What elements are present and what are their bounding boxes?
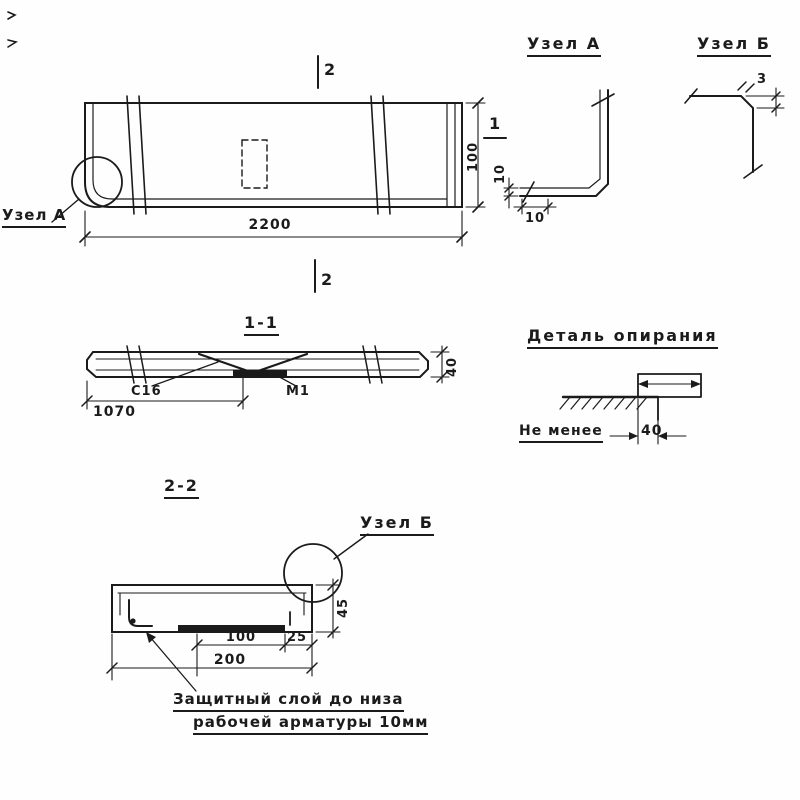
section-2-outline	[111, 584, 313, 633]
section-2-extension-lines	[111, 633, 313, 681]
node-a-dim-chamfer-ticks	[517, 202, 553, 212]
plan-dim-length: 2200	[248, 217, 292, 233]
section-2-dim-width: 200	[213, 652, 247, 668]
node-a-outer-edge	[519, 89, 609, 197]
embedded-plate-m1	[233, 370, 287, 376]
section-1-drawing	[81, 345, 450, 410]
node-a-dim-edge: 10	[493, 163, 508, 184]
node-b-chamfer-ticks	[737, 81, 755, 93]
support-detail-title: Деталь опирания	[527, 326, 718, 349]
section-2-dim-height-ticks	[327, 579, 339, 638]
section-1-outline	[86, 351, 429, 378]
plan-dim-width: 100	[466, 141, 481, 172]
note-line-2: рабочей арматуры 10мм	[193, 713, 429, 735]
plan-dim-width-ticks	[472, 97, 484, 213]
loop-leader	[273, 373, 297, 387]
plan-outline	[84, 102, 463, 208]
rebar-leader	[151, 361, 219, 387]
plan-view-drawing	[51, 55, 507, 293]
support-detail-drawing	[559, 373, 702, 445]
note-line-1: Защитный слой до низа	[173, 690, 404, 712]
node-a-break-left	[522, 181, 535, 203]
callout-circle-node-b	[283, 543, 343, 603]
callout-leader-node-b	[333, 533, 369, 560]
section-1-dim-height: 40	[445, 356, 460, 377]
section-1-break-right	[362, 345, 383, 384]
node-a-break-top	[591, 93, 615, 107]
node-b-drawing	[684, 81, 785, 179]
plan-break-right	[370, 95, 391, 215]
support-note-value: 40	[641, 423, 663, 439]
section-2-title: 2-2	[164, 476, 199, 499]
scan-marks	[7, 11, 19, 48]
plan-section-mark-bottom: 2	[321, 270, 335, 289]
node-b-dim-lines	[745, 87, 785, 117]
plan-break-left	[126, 95, 147, 215]
node-a-title: Узел А	[527, 34, 602, 57]
node-a-drawing	[503, 89, 615, 215]
plan-inner-edge	[92, 102, 448, 200]
plan-end-band	[446, 102, 456, 208]
note-leader	[149, 636, 197, 692]
node-b-dim-chamfer: 3	[757, 72, 768, 87]
section-2-inner-lines	[117, 592, 307, 616]
node-a-dim-edge-lines	[503, 177, 519, 209]
working-rebar-bar	[178, 625, 285, 631]
node-a-inner-edge	[519, 89, 601, 189]
node-b-title: Узел Б	[697, 34, 771, 57]
bearing-dim-arrows	[629, 432, 667, 440]
hooked-rebar	[128, 599, 153, 627]
note-leader-arrowhead	[146, 632, 156, 643]
callout-leader-node-a	[51, 198, 80, 223]
callout-circle-node-a	[71, 156, 123, 208]
loop-label: М1	[286, 384, 310, 399]
section-1-inner-lines	[95, 358, 420, 371]
section-2-callout-label: Узел Б	[360, 513, 434, 536]
section-1-dim-length-lines	[86, 377, 244, 410]
lifting-loop-wires	[197, 352, 309, 373]
section-1-break-left	[126, 345, 147, 384]
rebar-label: С16	[131, 384, 162, 399]
plan-dashed-opening	[241, 139, 268, 189]
bearing-extension-lines	[637, 398, 659, 445]
section-2-drawing	[106, 533, 369, 692]
plan-dim-length-ticks	[79, 231, 468, 243]
beam-end-outline	[637, 373, 702, 398]
section-2-dim-height: 45	[336, 597, 351, 618]
section-1-dim-length: 1070	[93, 404, 136, 420]
node-b-dim-ticks	[771, 91, 781, 113]
section-2-dim-ticks-2	[106, 662, 318, 674]
node-b-outer-edge	[689, 95, 754, 173]
support-note-text: Не менее	[519, 423, 603, 443]
node-a-dim-edge-ticks	[504, 183, 514, 201]
section-1-dim-length-ticks	[81, 395, 249, 407]
plan-section-mark-top: 2	[324, 60, 338, 79]
support-hatching	[559, 396, 648, 410]
plan-callout-label: Узел А	[2, 206, 67, 228]
section-1-dim-height-ticks	[436, 346, 448, 383]
section-2-dim-inner: 100	[225, 630, 257, 645]
plan-section-mark-side: 1	[489, 114, 503, 133]
section-2-dim-edge: 25	[287, 630, 308, 645]
section-2-dim-ticks-1	[191, 639, 318, 651]
node-b-break-bottom	[743, 164, 763, 179]
node-b-break-left	[684, 88, 698, 104]
node-a-dim-chamfer: 10	[525, 211, 546, 226]
plan-dim-width-lines	[465, 102, 486, 208]
plan-dim-length-lines	[84, 210, 463, 247]
section-2-dim-height-lines	[315, 578, 341, 639]
section-1-title: 1-1	[244, 313, 279, 336]
rebar-dot	[130, 618, 136, 624]
